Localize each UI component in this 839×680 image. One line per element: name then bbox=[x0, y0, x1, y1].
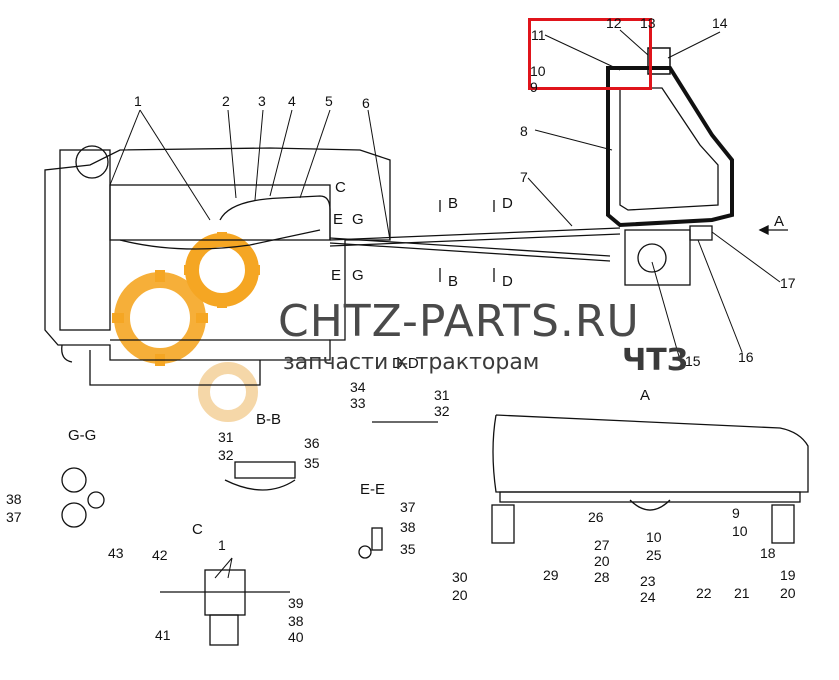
section-b-bottom-label: B bbox=[448, 273, 459, 290]
c-callout-40: 40 bbox=[288, 629, 304, 645]
callout-11: 11 bbox=[531, 27, 546, 43]
callout-8: 8 bbox=[520, 123, 528, 139]
gg-callout-43: 43 bbox=[108, 545, 124, 561]
a-callout-20: 20 bbox=[594, 553, 610, 569]
dd-callout-31: 31 bbox=[434, 387, 450, 403]
a-callout-26: 26 bbox=[588, 509, 604, 525]
c-callout-38: 38 bbox=[288, 613, 304, 629]
section-views bbox=[61, 421, 438, 646]
a-callout-10: 10 bbox=[646, 529, 662, 545]
dd-callout-32: 32 bbox=[434, 403, 450, 419]
callout-5: 5 bbox=[325, 93, 333, 109]
c-callout-1: 1 bbox=[218, 537, 226, 553]
section-e-label: E bbox=[333, 211, 344, 228]
ee-callout-37: 37 bbox=[400, 499, 416, 515]
a-callout-22: 22 bbox=[696, 585, 712, 601]
section-d-label: D bbox=[502, 195, 513, 212]
a-callout-25: 25 bbox=[646, 547, 662, 563]
callout-10: 10 bbox=[530, 63, 546, 79]
leader-lines bbox=[109, 29, 781, 579]
a-callout-20c: 20 bbox=[780, 585, 796, 601]
section-arrows bbox=[439, 200, 788, 282]
section-g-label: G bbox=[352, 211, 364, 228]
watermark-site: CHTZ-PARTS.RU bbox=[278, 296, 640, 347]
a-callout-28: 28 bbox=[594, 569, 610, 585]
gg-callout-38: 38 bbox=[6, 491, 22, 507]
a-callout-18: 18 bbox=[760, 545, 776, 561]
a-callout-9: 9 bbox=[732, 505, 740, 521]
c-callout-39: 39 bbox=[288, 595, 304, 611]
section-d-bottom-label: D bbox=[502, 273, 513, 290]
bb-callout-35: 35 bbox=[304, 455, 320, 471]
view-a-tank bbox=[491, 414, 809, 544]
c-callout-41: 41 bbox=[155, 627, 171, 643]
bb-callout-36: 36 bbox=[304, 435, 320, 451]
a-callout-23: 23 bbox=[640, 573, 656, 589]
gg-callout-37: 37 bbox=[6, 509, 22, 525]
callout-3: 3 bbox=[258, 93, 266, 109]
a-callout-21: 21 bbox=[734, 585, 750, 601]
callout-17: 17 bbox=[780, 275, 796, 291]
section-b-label: B bbox=[448, 195, 459, 212]
ee-callout-35: 35 bbox=[400, 541, 416, 557]
callout-9: 9 bbox=[530, 79, 538, 95]
section-dd-title: D-D bbox=[392, 355, 419, 372]
callout-1: 1 bbox=[134, 93, 142, 109]
a-callout-24: 24 bbox=[640, 589, 656, 605]
section-c-label: C bbox=[335, 179, 346, 196]
a-callout-27: 27 bbox=[594, 537, 610, 553]
section-gg-title: G-G bbox=[68, 427, 97, 444]
a-callout-19: 19 bbox=[780, 567, 796, 583]
bb-callout-32: 32 bbox=[218, 447, 234, 463]
a-callout-10b: 10 bbox=[732, 523, 748, 539]
callout-13: 13 bbox=[640, 15, 656, 31]
section-c-title: C bbox=[192, 521, 203, 538]
highlight-box bbox=[528, 18, 652, 90]
dd-callout-34: 34 bbox=[350, 379, 366, 395]
fuel-tank bbox=[606, 47, 734, 286]
callout-6: 6 bbox=[362, 95, 370, 111]
engine bbox=[44, 145, 391, 386]
callout-16: 16 bbox=[738, 349, 754, 365]
callout-4: 4 bbox=[288, 93, 296, 109]
gear-logo bbox=[112, 232, 260, 422]
section-e-bottom-label: E bbox=[331, 267, 342, 284]
section-g-bottom-label: G bbox=[352, 267, 364, 284]
view-a-arrow-label: A bbox=[774, 213, 785, 230]
callout-12: 12 bbox=[606, 15, 622, 31]
view-a-title: A bbox=[640, 387, 651, 404]
callout-7: 7 bbox=[520, 169, 528, 185]
fuel-lines bbox=[219, 195, 621, 262]
watermark-brand: ЧТЗ bbox=[622, 343, 689, 378]
section-bb-title: B-B bbox=[256, 411, 282, 428]
callout-15: 15 bbox=[685, 353, 701, 369]
a-callout-29: 29 bbox=[543, 567, 559, 583]
c-callout-42: 42 bbox=[152, 547, 168, 563]
ee-callout-38: 38 bbox=[400, 519, 416, 535]
a-callout-20b: 20 bbox=[452, 587, 468, 603]
callout-2: 2 bbox=[222, 93, 230, 109]
callout-14: 14 bbox=[712, 15, 728, 31]
a-callout-30: 30 bbox=[452, 569, 468, 585]
section-ee-title: E-E bbox=[360, 481, 386, 498]
watermark-subtitle: запчасти к тракторам bbox=[283, 350, 540, 375]
bb-callout-31: 31 bbox=[218, 429, 234, 445]
dd-callout-33: 33 bbox=[350, 395, 366, 411]
